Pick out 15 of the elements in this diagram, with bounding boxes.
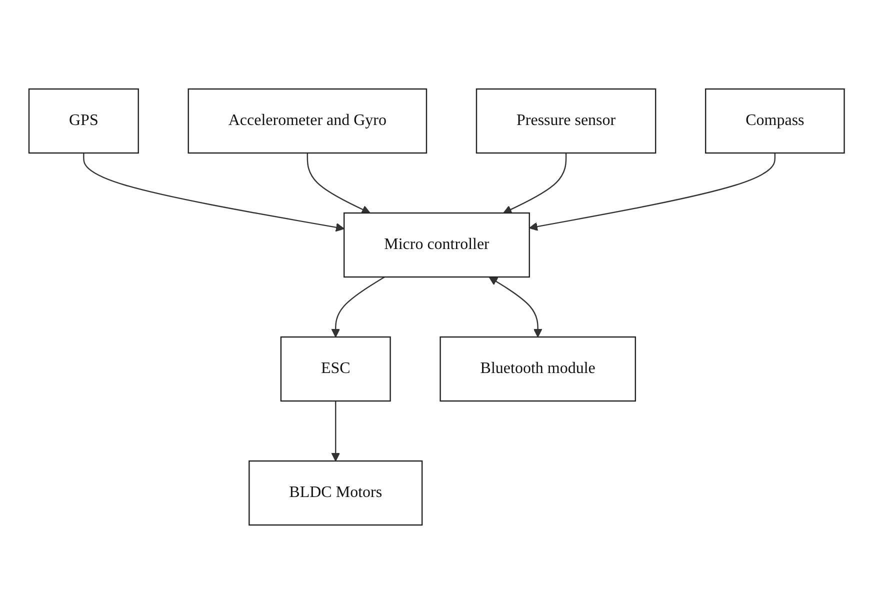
arrow: [83, 153, 345, 232]
node-box: Bluetooth module: [440, 336, 636, 402]
arrow: [332, 276, 386, 338]
node-box: Accelerometer and Gyro: [188, 88, 428, 154]
node-box: Micro controller: [344, 212, 530, 278]
node-box: ESC: [280, 336, 392, 402]
node-box: Pressure sensor: [476, 88, 657, 154]
arrow: [489, 276, 543, 338]
node-box: GPS: [28, 88, 140, 154]
node-box: BLDC Motors: [248, 460, 424, 526]
arrow: [503, 153, 567, 214]
arrow: [332, 401, 340, 462]
arrow: [307, 153, 371, 214]
arrow: [529, 153, 776, 231]
node-box: Compass: [705, 88, 846, 154]
